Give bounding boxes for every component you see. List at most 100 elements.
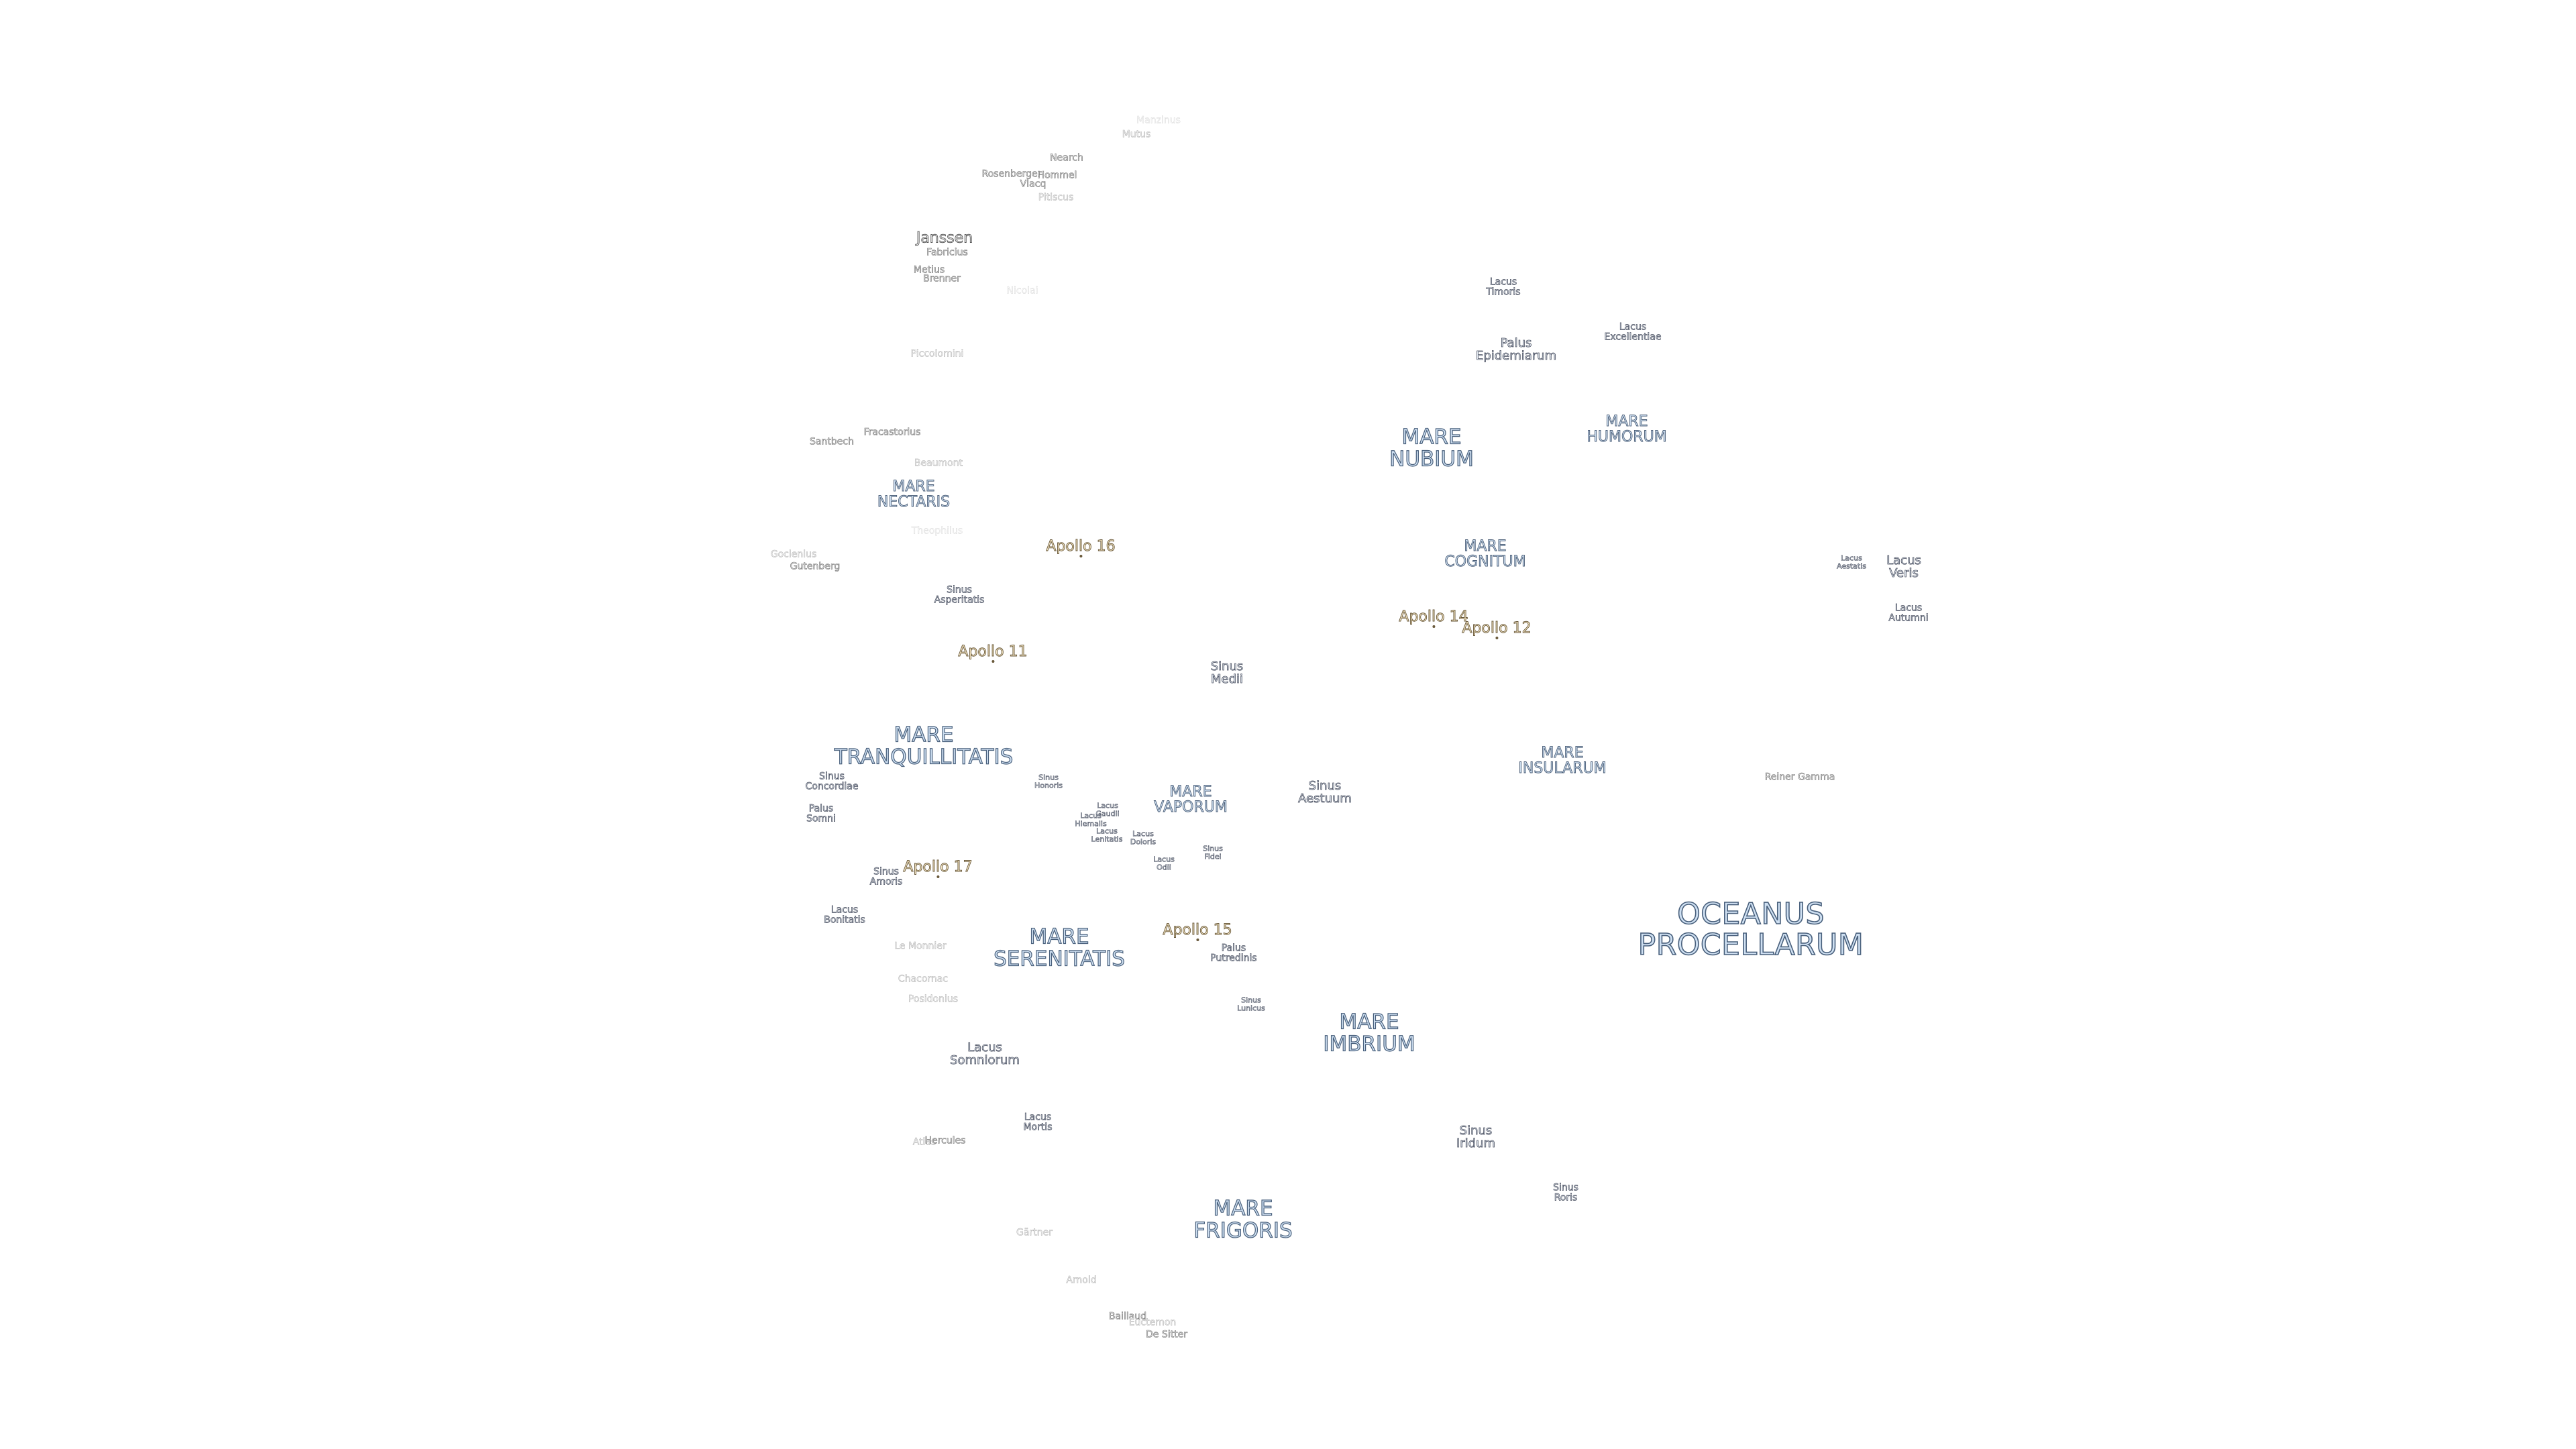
janssen-text: Janssen [916, 229, 973, 247]
apollo-14-landing-marker-icon [1432, 625, 1435, 629]
lacus-autumni-label: Lacus Autumni [1888, 602, 1929, 623]
fabricius-label: Fabricius [926, 248, 968, 258]
piccolomini-label: Piccolomini [910, 348, 964, 360]
metius-text: Metius [913, 264, 945, 276]
apollo-12-label: Apollo 12 [1462, 619, 1532, 640]
atlas-label: Atlas [912, 1137, 936, 1148]
beaumont-label: Beaumont [914, 458, 963, 469]
fracastorius-label: Fracastorius [863, 427, 921, 438]
brenner-label: Brenner [923, 274, 961, 284]
mare-imbrium-text: MARE IMBRIUM [1323, 1010, 1415, 1056]
sinus-amoris-text: Sinus Amoris [869, 866, 903, 887]
lacus-mortis-label: Lacus Mortis [1023, 1112, 1053, 1132]
hercules-text: Hercules [924, 1135, 966, 1146]
lacus-doloris-text: Lacus Doloris [1130, 829, 1157, 846]
lacus-veris-text: Lacus Veris [1886, 553, 1922, 580]
apollo-11-text: Apollo 11 [958, 643, 1028, 660]
mare-frigoris-label: MARE FRIGORIS [1193, 1196, 1293, 1242]
lacus-odii-text: Lacus Odii [1153, 855, 1175, 871]
sinus-iridum-text: Sinus Iridum [1456, 1124, 1496, 1150]
mare-humorum-text: MARE HUMORUM [1587, 413, 1667, 445]
santbech-label: Santbech [810, 436, 855, 447]
manzinus-label: Manzinus [1136, 115, 1181, 126]
palus-epidemiarum-text: Palus Epidemiarum [1475, 336, 1557, 363]
fracastorius-text: Fracastorius [863, 427, 921, 438]
reiner-gamma-text: Reiner Gamma [1764, 771, 1835, 783]
beaumont-text: Beaumont [914, 458, 963, 469]
palus-epidemiarum-label: Palus Epidemiarum [1475, 336, 1557, 363]
mare-vaporum-label: MARE VAPORUM [1154, 784, 1228, 815]
bailliaud-text: Baillaud [1108, 1311, 1147, 1322]
vlacq-text: Vlacq [1020, 178, 1046, 190]
pitiscus-text: Pitiscus [1038, 192, 1074, 203]
sinus-aestuum-label: Sinus Aestuum [1298, 780, 1352, 806]
nicolai-label: Nicolai [1006, 285, 1038, 297]
lacus-hiemalis-label: Lacus Hiemalis [1075, 812, 1107, 827]
lacus-odii-label: Lacus Odii [1153, 855, 1175, 871]
apollo-14-label: Apollo 14 [1399, 608, 1468, 629]
apollo-11-landing-marker-icon [991, 660, 994, 663]
lacus-veris-label: Lacus Veris [1886, 553, 1922, 580]
lacus-excellentiae-text: Lacus Excellentiae [1604, 321, 1662, 342]
apollo-15-label: Apollo 15 [1163, 921, 1232, 942]
sinus-asperitatis-label: Sinus Asperitatis [934, 585, 984, 605]
lacus-excellentiae-label: Lacus Excellentiae [1604, 321, 1662, 342]
palus-somni-label: Palus Somni [806, 804, 837, 824]
sinus-roris-text: Sinus Roris [1553, 1182, 1579, 1203]
lacus-timoris-label: Lacus Timoris [1486, 277, 1521, 297]
santbech-text: Santbech [810, 436, 855, 447]
posidonius-label: Posidonius [908, 994, 959, 1005]
pitiscus-label: Pitiscus [1038, 192, 1074, 203]
sinus-amoris-label: Sinus Amoris [869, 866, 903, 887]
lacus-autumni-text: Lacus Autumni [1888, 602, 1929, 623]
goclenius-label: Goclenius [770, 549, 816, 560]
lacus-gaudii-label: Lacus Gaudii [1095, 802, 1120, 817]
mare-vaporum-text: MARE VAPORUM [1154, 783, 1228, 816]
piccolomini-text: Piccolomini [910, 348, 964, 360]
fabricius-text: Fabricius [926, 247, 968, 258]
gartner-text: Gärtner [1016, 1227, 1053, 1238]
mare-frigoris-text: MARE FRIGORIS [1193, 1196, 1293, 1242]
mare-nubium-text: MARE NUBIUM [1389, 425, 1474, 471]
rosenberger-label: Rosenberger [981, 168, 1042, 180]
euctemon-text: Euctemon [1128, 1317, 1177, 1328]
sinus-fidei-text: Sinus Fidei [1203, 844, 1223, 861]
lacus-bonitatis-text: Lacus Bonitatis [824, 904, 865, 925]
apollo-17-landing-marker-icon [936, 875, 939, 879]
apollo-15-text: Apollo 15 [1163, 921, 1232, 938]
apollo-17-label: Apollo 17 [903, 859, 973, 879]
le-monnier-label: Le Monnier [894, 941, 947, 952]
arnold-label: Arnold [1066, 1275, 1097, 1286]
lacus-mortis-text: Lacus Mortis [1023, 1112, 1053, 1132]
palus-putredinis-label: Palus Putredinis [1210, 943, 1257, 963]
mutus-text: Mutus [1122, 129, 1151, 140]
nicolai-text: Nicolai [1006, 285, 1038, 297]
apollo-12-text: Apollo 12 [1462, 619, 1532, 637]
palus-putredinis-text: Palus Putredinis [1210, 943, 1257, 963]
mare-insularum-text: MARE INSULARUM [1518, 744, 1607, 777]
apollo-11-label: Apollo 11 [958, 643, 1028, 663]
arnold-text: Arnold [1066, 1275, 1097, 1286]
sinus-honoris-text: Sinus Honoris [1034, 773, 1063, 790]
mare-cognitum-text: MARE COGNITUM [1444, 537, 1526, 570]
metius-label: Metius [913, 264, 945, 276]
lacus-doloris-label: Lacus Doloris [1130, 829, 1157, 846]
apollo-15-landing-marker-icon [1196, 938, 1199, 942]
rosenberger-text: Rosenberger [981, 168, 1042, 180]
bailliaud-label: Baillaud [1108, 1311, 1147, 1322]
mare-imbrium-label: MARE IMBRIUM [1323, 1011, 1415, 1055]
brenner-text: Brenner [923, 273, 961, 284]
mare-cognitum-label: MARE COGNITUM [1444, 537, 1526, 570]
mare-tranquillitatis-text: MARE TRANQUILLITATIS [834, 722, 1014, 769]
hercules-label: Hercules [924, 1135, 966, 1146]
oceanus-procellarum-text: OCEANUS PROCELLARUM [1638, 896, 1864, 962]
vlacq-label: Vlacq [1020, 178, 1046, 190]
sinus-roris-label: Sinus Roris [1553, 1182, 1579, 1203]
gutenberg-label: Gutenberg [790, 561, 840, 572]
apollo-16-landing-marker-icon [1079, 555, 1082, 558]
mare-humorum-label: MARE HUMORUM [1587, 413, 1667, 445]
de-sitter-text: De Sitter [1146, 1329, 1188, 1340]
mare-insularum-label: MARE INSULARUM [1518, 744, 1607, 777]
de-sitter-label: De Sitter [1146, 1329, 1188, 1340]
